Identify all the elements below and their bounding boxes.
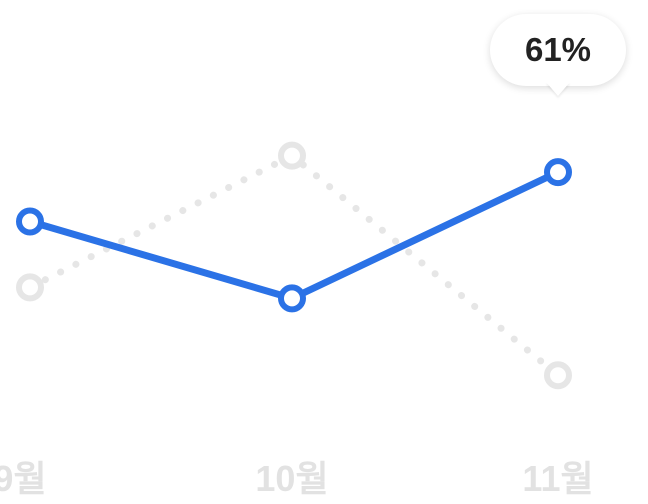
series-0-point-2[interactable]: [544, 158, 572, 187]
comparison-series: [16, 141, 572, 390]
series-0-point-0[interactable]: [16, 207, 44, 236]
main-series: [16, 158, 572, 313]
series-1-line: [26, 152, 562, 379]
series-0-point-1[interactable]: [278, 284, 306, 313]
series-1-point-1[interactable]: [278, 141, 306, 170]
series-1-point-0[interactable]: [16, 273, 44, 302]
tooltip-pointer: [546, 82, 570, 96]
value-tooltip: 61%: [490, 14, 626, 86]
series-0-line: [26, 168, 562, 302]
x-tick-label-0: 9월: [0, 458, 47, 499]
x-tick-label-1: 10월: [255, 458, 329, 499]
x-tick-label-2: 11월: [522, 458, 594, 499]
series-1-point-2[interactable]: [544, 361, 572, 390]
